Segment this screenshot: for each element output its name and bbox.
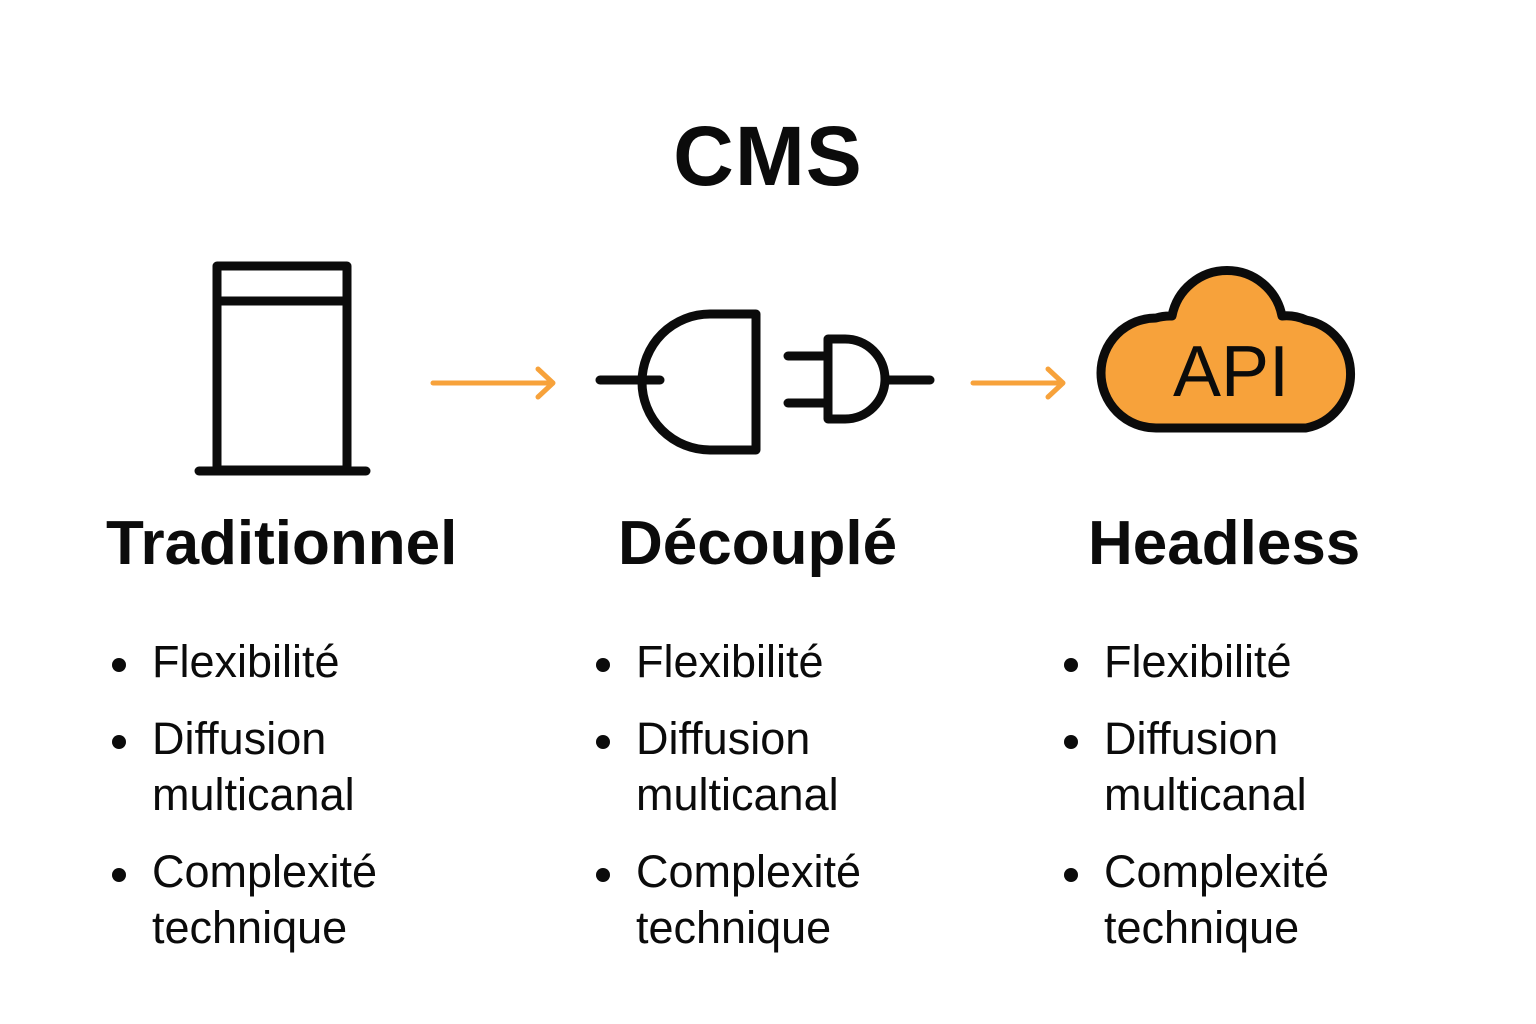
bullet-list-decouple: Flexibilité Diffusion multicanal Complex… bbox=[596, 634, 896, 977]
bullet-icon bbox=[596, 868, 610, 882]
diagram-title: CMS bbox=[673, 109, 863, 203]
bullet-icon bbox=[1064, 868, 1078, 882]
cloud-api-icon: API bbox=[1096, 266, 1355, 433]
arrow-right-icon bbox=[970, 366, 1066, 400]
bullet-icon bbox=[112, 735, 126, 749]
bullet-icon bbox=[596, 658, 610, 672]
bullet-icon bbox=[1064, 735, 1078, 749]
heading-traditionnel: Traditionnel bbox=[106, 509, 458, 578]
heading-decouple: Découplé bbox=[618, 509, 898, 578]
bullet-icon bbox=[1064, 658, 1078, 672]
list-item: Flexibilité bbox=[112, 634, 412, 690]
list-item: Diffusion multicanal bbox=[112, 711, 412, 823]
list-item: Complexité technique bbox=[112, 844, 412, 956]
list-item: Flexibilité bbox=[1064, 634, 1364, 690]
arrow-right-icon bbox=[430, 366, 556, 400]
api-label: API bbox=[1173, 332, 1289, 412]
bullet-icon bbox=[112, 868, 126, 882]
list-item: Flexibilité bbox=[596, 634, 896, 690]
list-item: Diffusion multicanal bbox=[596, 711, 896, 823]
list-item: Complexité technique bbox=[596, 844, 896, 956]
bullet-list-headless: Flexibilité Diffusion multicanal Complex… bbox=[1064, 634, 1364, 977]
bullet-icon bbox=[112, 658, 126, 672]
plug-socket-icon bbox=[595, 309, 935, 455]
bullet-list-traditionnel: Flexibilité Diffusion multicanal Complex… bbox=[112, 634, 412, 977]
server-tower-icon bbox=[194, 261, 371, 476]
heading-headless: Headless bbox=[1088, 509, 1361, 578]
list-item: Diffusion multicanal bbox=[1064, 711, 1364, 823]
bullet-icon bbox=[596, 735, 610, 749]
list-item: Complexité technique bbox=[1064, 844, 1364, 956]
